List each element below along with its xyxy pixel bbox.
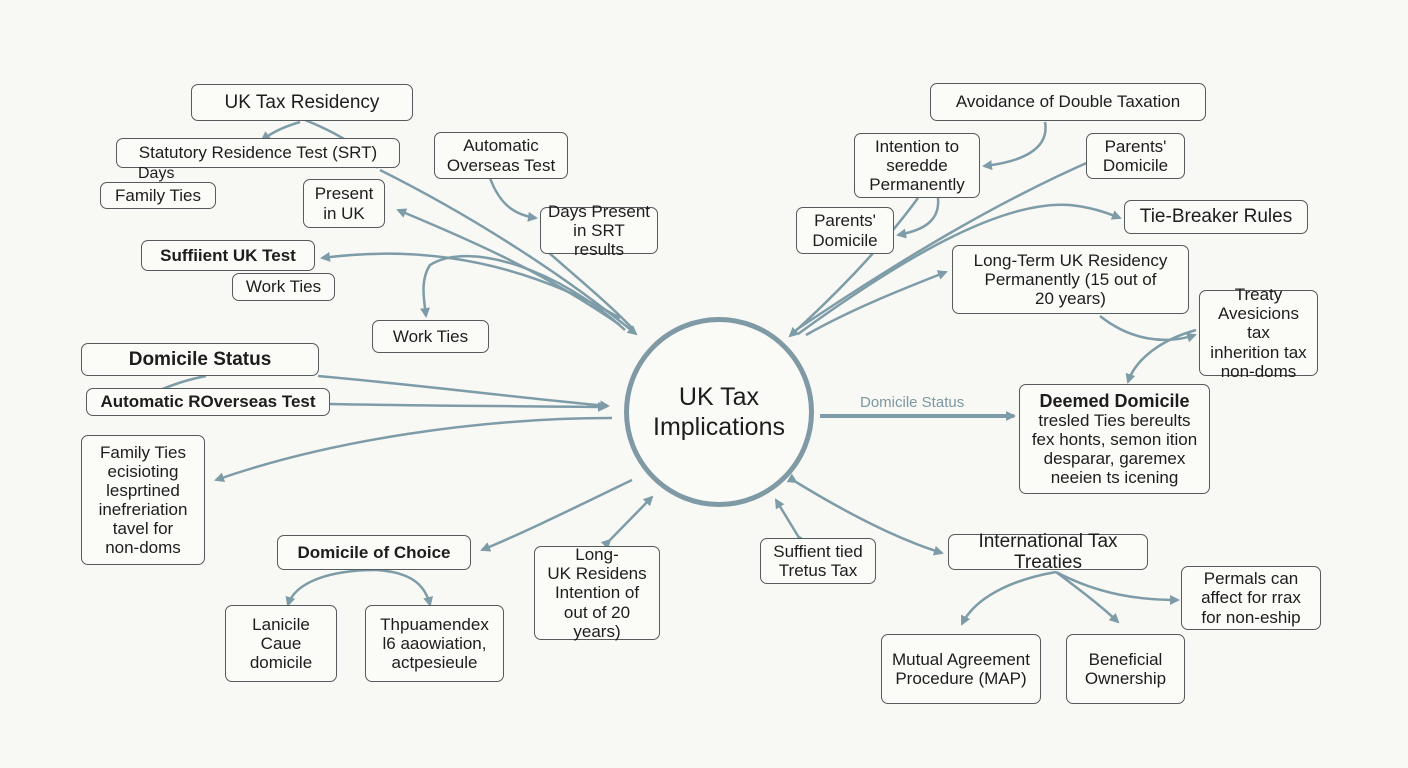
edge-aot-to-days [488,177,538,222]
edge-center-to-tiebreaker [797,203,1122,336]
edge-treaty-to-deemed [1125,328,1197,384]
edge-aot-left-to-center [329,401,608,412]
node-family-ties-left: Family Ties ecisioting lesprtined inefre… [81,435,205,565]
deemed-domicile-title: Deemed Domicile [1039,390,1190,411]
edge-sufficient-center [774,498,807,546]
node-parents-domicile-left: Parents' Domicile [796,207,894,254]
node-automatic-overseas-test-top: Automatic Overseas Test [434,132,568,179]
node-lanicile: Lanicile Caue domicile [225,605,337,682]
edge-center-to-familyties [214,416,613,483]
node-sufficient-uk-test: Suffiient UK Test [141,240,315,271]
node-domicile-of-choice: Domicile of Choice [277,535,471,570]
edge-intention-to-center [788,197,920,338]
node-domicile-status: Domicile Status [81,343,319,376]
deemed-domicile-body: tresled Ties bereults fex honts, semon i… [1031,411,1198,488]
node-automatic-overseas-test-left: Automatic ROverseas Test [86,388,330,416]
edge-intl-to-permals [1055,570,1180,605]
edge-avoidance-to-intention [982,121,1047,171]
node-parents-domicile-top: Parents' Domicile [1086,133,1185,179]
node-beneficial-ownership: Beneficial Ownership [1066,634,1185,704]
edge-longterm-to-treaty [1099,315,1197,343]
edge-center-to-parents-top [795,156,1100,332]
edge-domicile-to-center [317,374,610,411]
node-family-ties-top: Family Ties [100,182,216,209]
node-srt-overlap-text: Days [138,165,175,182]
node-days-present-srt: Days Present in SRT results [540,202,658,259]
edge-center-to-longterm [805,270,948,337]
edge-intl-to-beneficial [1055,571,1120,624]
node-intention-to: Intention to seredde Permanently [854,133,980,198]
node-sufficient-tied: Suffient tied Tretus Tax [760,538,876,584]
edge-center-to-workties [420,254,626,331]
node-treaty: Treaty Avesicions tax inherition tax non… [1199,285,1318,381]
edge-days-to-center [547,251,633,329]
node-avoidance-double-taxation: Avoidance of Double Taxation [930,83,1206,121]
node-thpuamendex: Thpuamendex l6 aaowiation, actpesieule [365,605,504,682]
edge-choice-to-lanicile [285,568,377,607]
node-deemed-domicile: Deemed Domicile tresled Ties bereults fe… [1019,384,1210,494]
node-international-tax-treaties: International Tax Treaties [948,531,1148,573]
node-tie-breaker-rules: Tie-Breaker Rules [1124,200,1308,234]
node-long-term-uk-residency: Long-Term UK Residency Permanently (15 o… [952,245,1189,314]
edge-center-to-choice [480,478,633,552]
edge-label-domicile-status: Domicile Status [860,394,965,411]
node-work-ties-mid: Work Ties [372,320,489,353]
edge-choice-to-thpua [375,568,434,607]
edge-intl-to-map [960,570,1057,626]
center-node-uk-tax-implications: UK Tax Implications [624,317,814,507]
edge-center-intl [786,473,944,556]
node-uk-tax-residency: UK Tax Residency [191,84,413,121]
edge-center-to-present [396,208,621,327]
node-work-ties-left: Work Ties [232,273,335,301]
node-present-in-uk: Present in UK [303,179,385,228]
node-permals: Permals can affect for rrax for non-eshi… [1181,566,1321,630]
edge-intention-to-parents-left [896,197,940,239]
node-srt: Statutory Residence Test (SRT) [116,138,400,168]
edge-longuk-center [600,495,654,550]
edge-center-to-sufficient [320,251,621,320]
node-mutual-agreement-procedure: Mutual Agreement Procedure (MAP) [881,634,1041,704]
node-long-uk-residens: Long- UK Residens Intention of out of 20… [534,545,660,641]
